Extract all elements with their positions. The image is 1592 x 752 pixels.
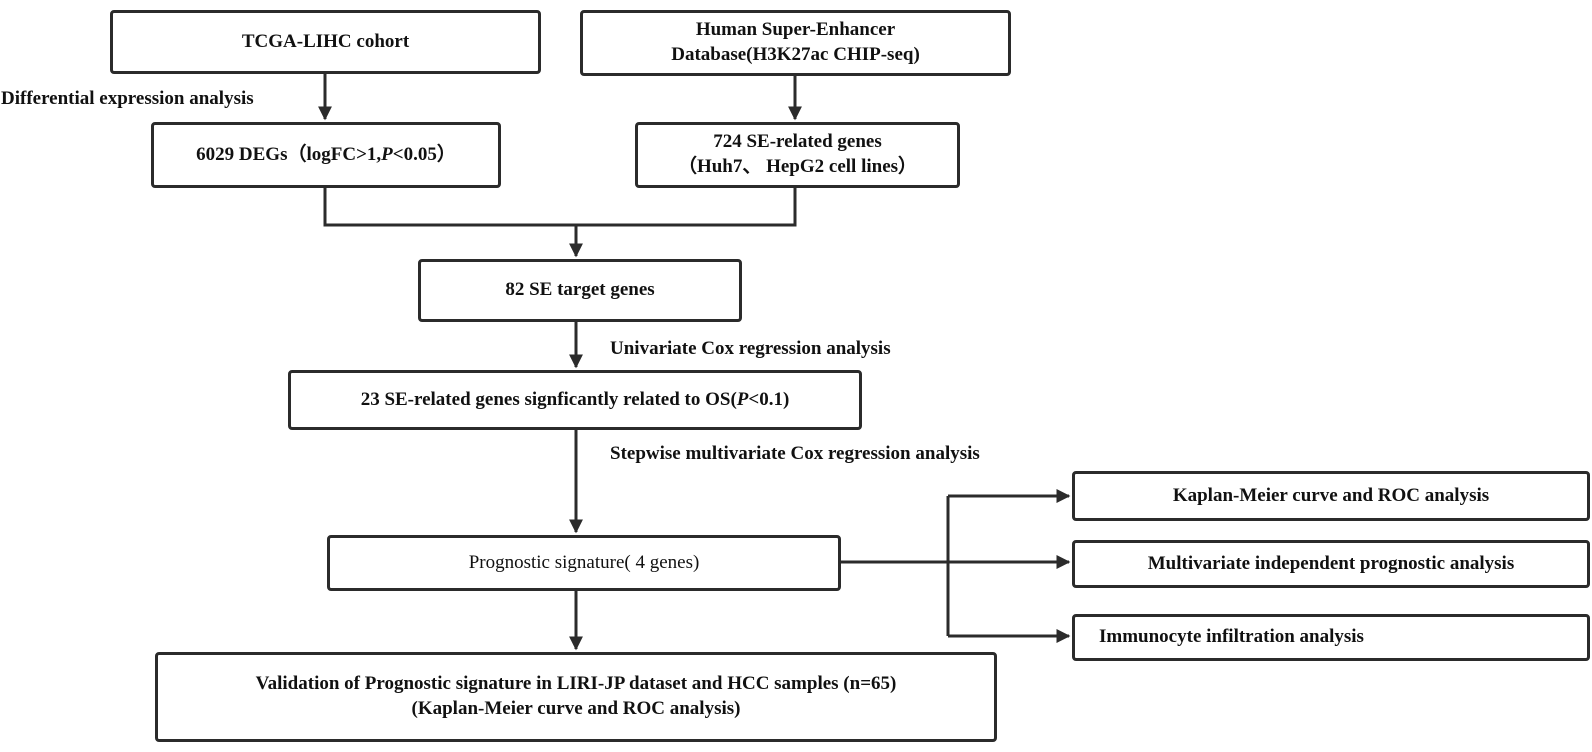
multivariate-box: Multivariate independent prognostic anal… [1072, 540, 1590, 588]
stepwise-label: Stepwise multivariate Cox regression ana… [610, 443, 980, 464]
target-genes-label: 82 SE target genes [505, 279, 655, 301]
os-related-box: 23 SE-related genes signficantly related… [288, 370, 862, 430]
se-genes-box: 724 SE-related genes （Huh7、 HepG2 cell l… [635, 122, 960, 188]
database-line-2: Database(H3K27ac CHIP-seq) [671, 44, 920, 65]
km-roc-box: Kaplan-Meier curve and ROC analysis [1072, 471, 1590, 521]
database-line-1: Human Super-Enhancer [695, 19, 896, 41]
merge-connector [323, 187, 797, 227]
immunocyte-label: Immunocyte infiltration analysis [1099, 626, 1364, 648]
degs-box: 6029 DEGs（logFC>1,P<0.05） [151, 122, 501, 188]
validation-box: Validation of Prognostic signature in LI… [155, 652, 997, 742]
immunocyte-box: Immunocyte infiltration analysis [1072, 614, 1590, 661]
se-genes-line-2: （Huh7、 HepG2 cell lines） [677, 156, 918, 177]
km-roc-label: Kaplan-Meier curve and ROC analysis [1172, 484, 1490, 506]
os-related-label: 23 SE-related genes signficantly related… [360, 388, 790, 410]
validation-line-1: Validation of Prognostic signature in LI… [255, 673, 897, 695]
signature-box: Prognostic signature( 4 genes) [327, 535, 841, 591]
degs-label: 6029 DEGs（logFC>1,P<0.05） [196, 143, 456, 165]
univariate-label: Univariate Cox regression analysis [610, 338, 891, 359]
tcga-box: TCGA-LIHC cohort [110, 10, 541, 74]
validation-line-2: (Kaplan-Meier curve and ROC analysis) [411, 698, 741, 719]
target-genes-box: 82 SE target genes [418, 259, 742, 322]
signature-label: Prognostic signature( 4 genes) [468, 551, 700, 573]
differential-label: Differential expression analysis [1, 88, 254, 109]
multivariate-label: Multivariate independent prognostic anal… [1147, 552, 1515, 574]
tcga-label: TCGA-LIHC cohort [241, 30, 410, 52]
se-genes-line-1: 724 SE-related genes [713, 131, 882, 153]
database-box: Human Super-Enhancer Database(H3K27ac CH… [580, 10, 1011, 76]
